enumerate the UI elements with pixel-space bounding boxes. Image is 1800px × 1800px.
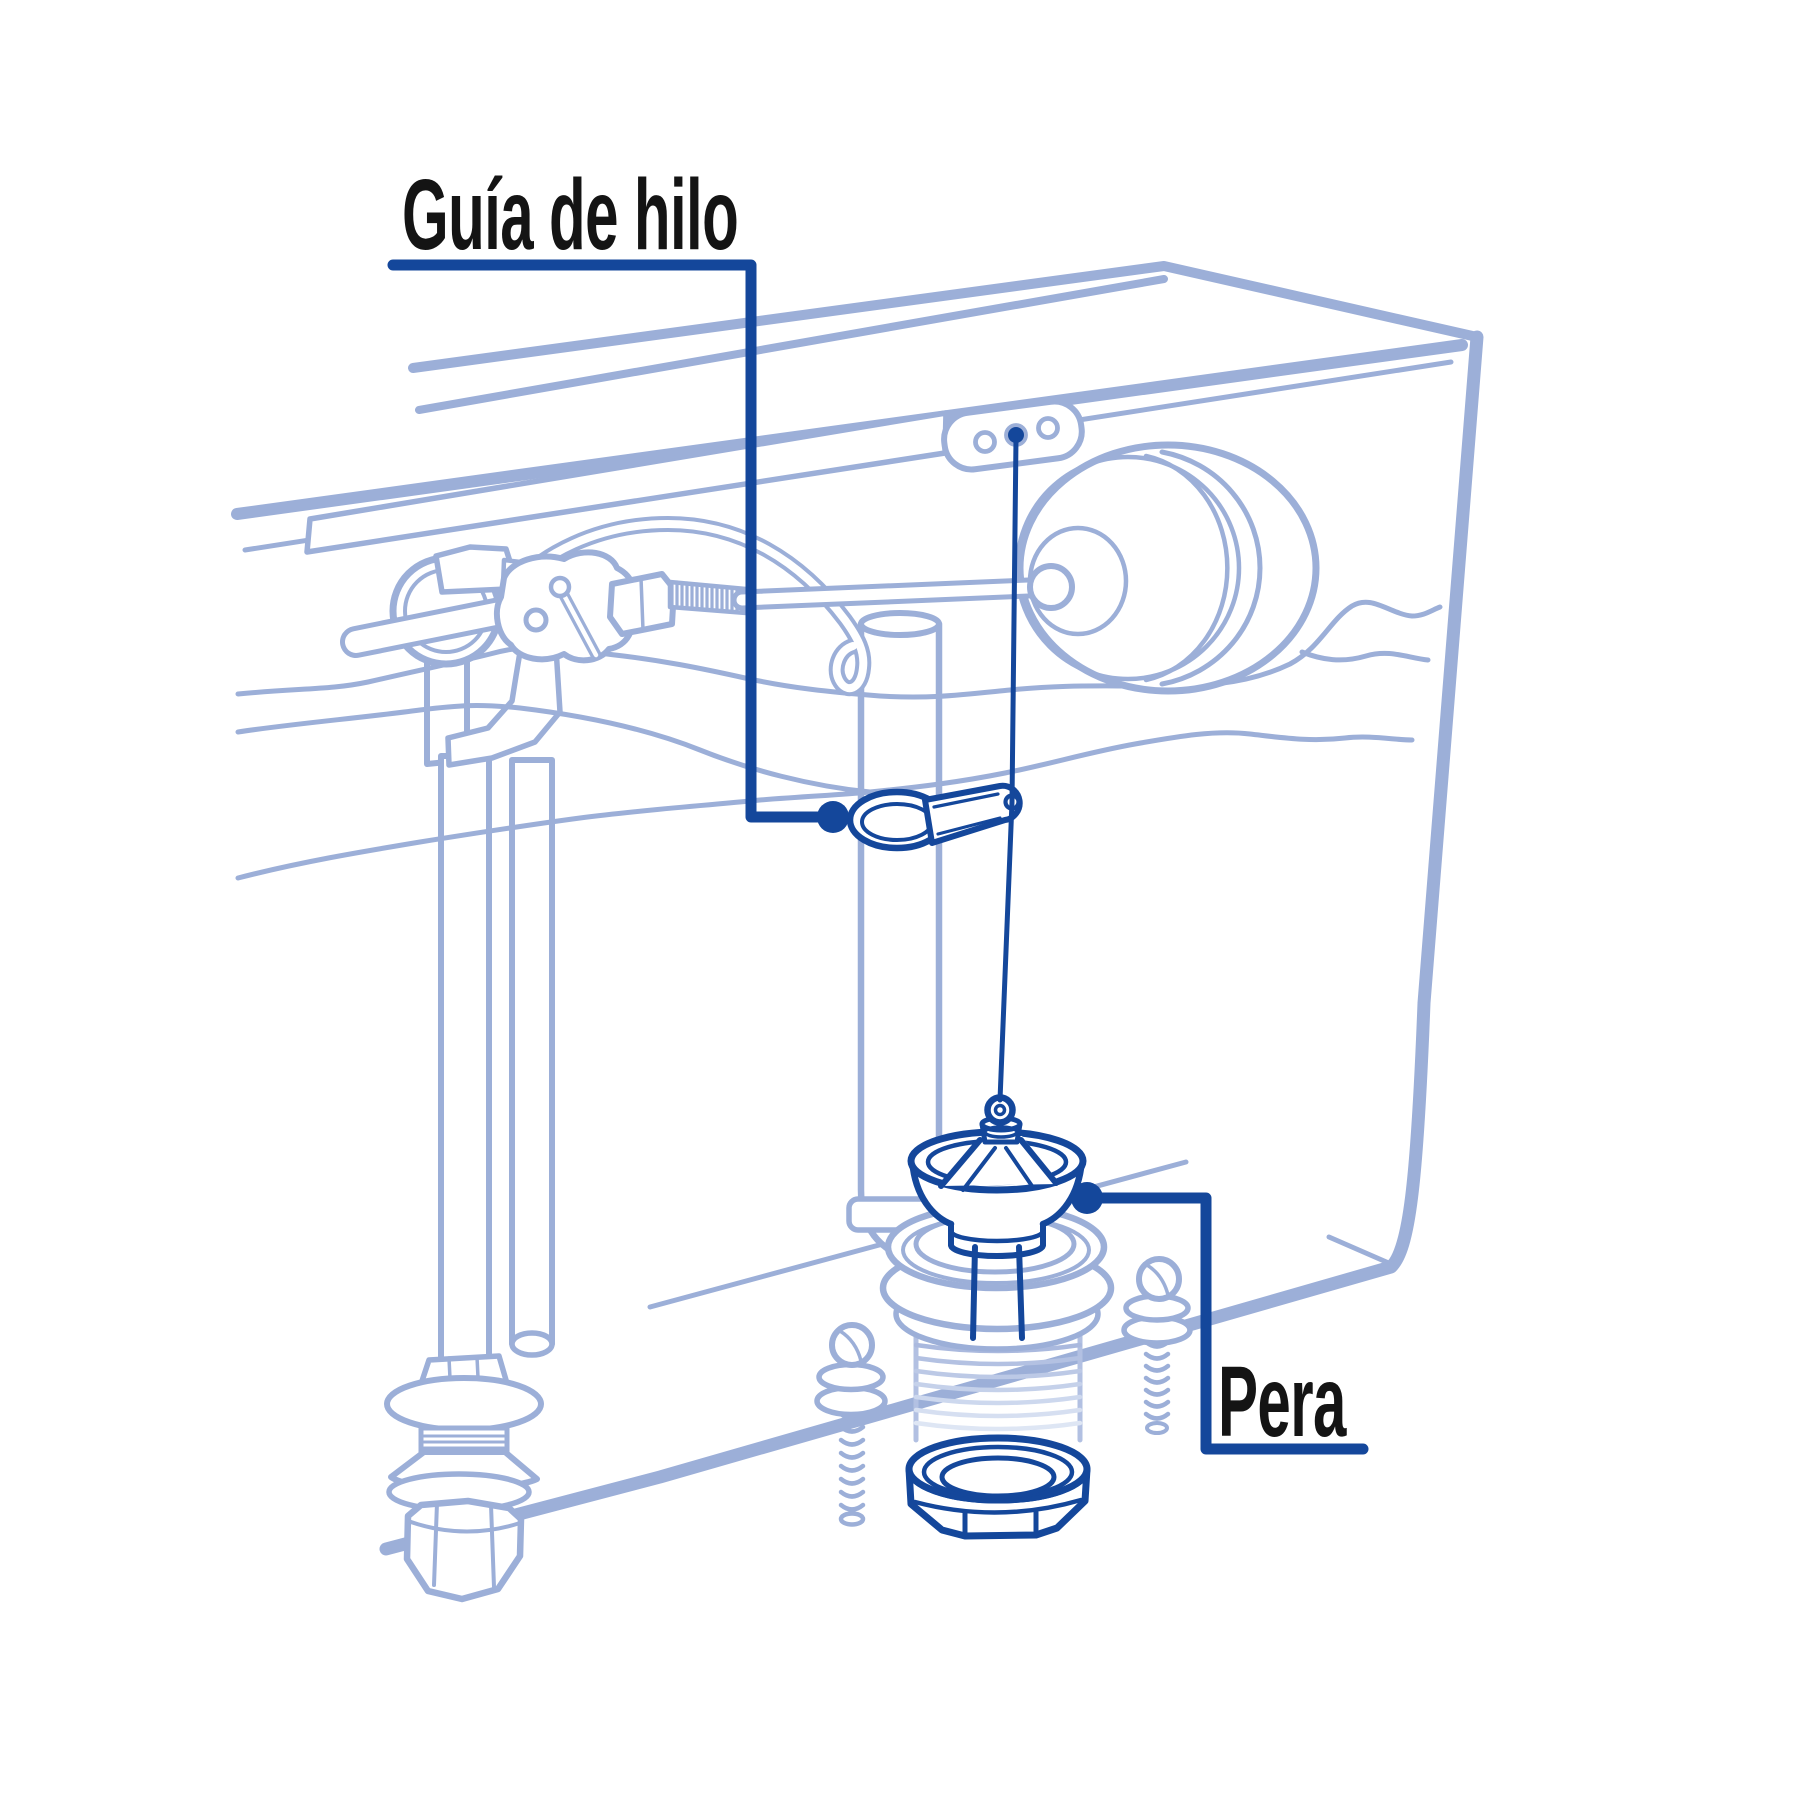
tank-bolt-left [814,1322,888,1527]
flapper-cone-sides [938,1137,1059,1189]
tank-back-rim-outer [408,261,1482,373]
water-line-right-ripple [1299,649,1431,663]
refill-hose-core [498,520,868,693]
shank-thread-lines [422,1434,506,1462]
tank-bolt-right [1121,1256,1193,1435]
lift-thread-anchor [1008,427,1024,443]
cotter-pin-head [548,575,572,599]
tank-floor-corner-edge [1326,1234,1394,1267]
valve-lever-rod-core [345,601,516,653]
ballcock-lock-nut [403,1497,525,1603]
float-rod-core [736,581,1059,606]
overflow-tube-top-opening [858,610,942,638]
guia-callout-line [387,259,836,823]
tank-back-rim-inner [415,275,1168,414]
flush-shank-thread [913,1394,1083,1406]
flapper-pera [907,1094,1087,1341]
flush-shank-thread [913,1368,1083,1380]
guide-arm-detail-lines [932,792,1002,836]
callout-thread-guide [387,259,849,833]
overflow-tube-fill [861,624,970,1270]
thread-guide [846,782,1023,852]
refill-hose [494,516,872,697]
bolt-head-seam [838,1329,863,1363]
flush-shank-thread [913,1420,1083,1432]
fill-valve-lower [384,645,563,1603]
flapper-body-left [909,1164,955,1228]
supply-riser-tube [438,753,492,1371]
lift-thread [997,435,1019,1103]
pera-callout-line [1081,1192,1369,1455]
locknut-hole [939,1455,1057,1499]
float-ball-boss [1027,563,1075,611]
flush-valve-assembly [879,1202,1115,1540]
bolt-head [829,1322,875,1368]
bolt-thread-scallops [838,1411,866,1512]
label-thread-guide: Guía de hilo [402,159,739,271]
flapper-nipple-ring [983,1125,1019,1139]
ballcock-lock-nut-facets [406,1501,522,1589]
linkage-pivot-hole [523,607,549,633]
flapper-stem-lines [970,1244,1025,1341]
bolt-tip [1145,1421,1169,1435]
float-rod-thread-ticks [670,580,744,614]
flapper-tie-ring-hole [993,1103,1007,1117]
refill-tube-end-cap [509,1330,555,1358]
fill-valve-head [340,544,749,668]
refill-pickup-tube [509,757,555,1347]
flapper-skirt-band [948,1228,1046,1244]
callout-flapper [1071,1182,1369,1455]
guia-callout-dot [817,801,849,833]
flush-shank-thread [913,1407,1083,1419]
float-ball [1014,441,1320,695]
bolt-head-seam [1145,1263,1170,1297]
flapper-skirt-bottom [948,1242,1046,1259]
paddle-hole [1036,416,1060,440]
flapper-body-right [1039,1164,1085,1228]
flush-valve-locknut [905,1434,1091,1540]
pera-callout-dot [1071,1182,1103,1214]
bolt-thread-scallops [1143,1339,1171,1421]
paddle-hole [973,430,997,454]
bolt-washer [816,1361,886,1393]
hex-coupler-facet [639,576,645,632]
flush-shank-thread [913,1355,1083,1367]
shank-dome-washer [384,1375,544,1433]
flapper-cone-ribs [961,1146,1034,1192]
locknut-bottom-band [912,1497,1084,1515]
float-ball-meridian-outer [1159,449,1263,687]
flush-shank-thread [913,1381,1083,1393]
bolt-head [1136,1256,1182,1302]
locknut-facet-lines [962,1509,1039,1538]
valve-step-bracket [445,645,563,768]
bolt-tip [838,1511,866,1527]
label-flapper: Pera [1218,1346,1346,1458]
